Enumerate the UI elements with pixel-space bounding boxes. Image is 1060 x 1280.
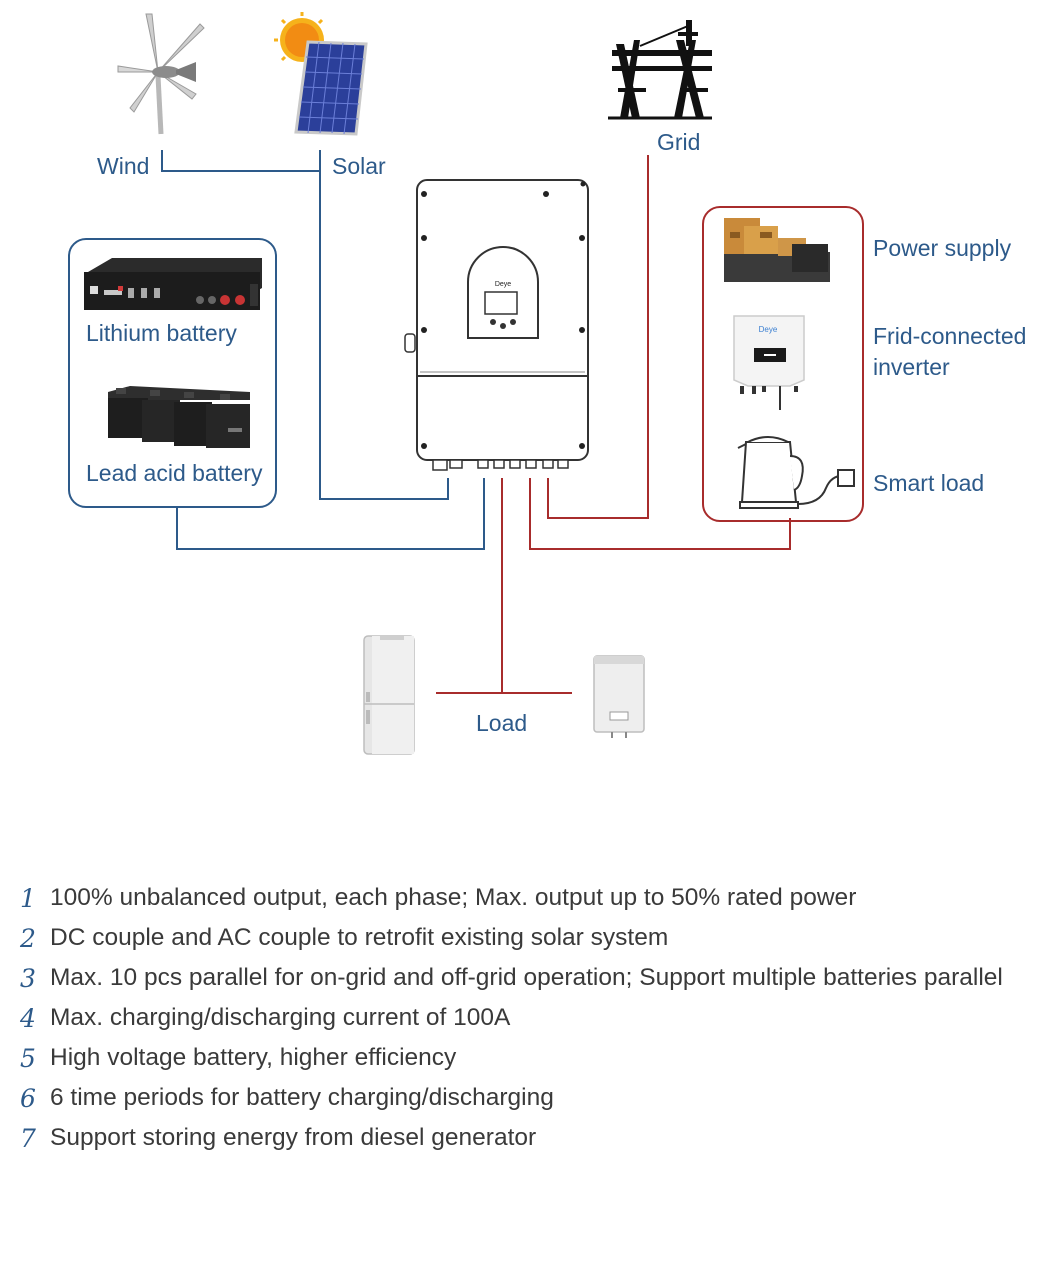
grid-label: Grid (657, 129, 701, 155)
grid-inverter-line (547, 155, 649, 519)
lithium-battery-icon (84, 258, 262, 310)
wind-label: Wind (97, 153, 150, 179)
feature-item: 5 High voltage battery, higher efficiency (20, 1038, 1055, 1078)
feature-text: Max. charging/discharging current of 100… (50, 1004, 511, 1031)
feature-item: 4 Max. charging/discharging current of 10… (20, 998, 1055, 1038)
feature-text: 100% unbalanced output, each phase; Max.… (50, 884, 857, 911)
feature-list: 1 100% unbalanced output, each phase; Max… (20, 878, 1055, 1158)
feature-item: 6 6 time periods for battery charging/dis… (20, 1078, 1055, 1118)
refrigerator-icon (363, 635, 415, 755)
dc-connection-lines (161, 150, 485, 550)
inverter-logo: Deye (495, 281, 511, 288)
wind-solar-line (161, 150, 320, 172)
feature-text: DC couple and AC couple to retrofit exis… (50, 924, 669, 951)
ac-connection-lines (436, 155, 791, 694)
lithium-battery-label: Lithium battery (86, 320, 237, 346)
wind-turbine-icon (117, 13, 205, 135)
water-heater-icon (593, 655, 645, 738)
grid-inverter-logo: Deye (759, 325, 778, 334)
feature-number: 3 (20, 963, 36, 993)
smart-load-inverter-line (529, 478, 791, 550)
hybrid-inverter-icon: Deye (404, 179, 589, 471)
feature-number: 6 (20, 1083, 36, 1113)
solar-inverter-line (319, 150, 449, 500)
feature-text: 6 time periods for battery charging/disc… (50, 1084, 554, 1111)
lead-acid-battery-icon (108, 386, 250, 448)
generator-icon (724, 218, 830, 282)
feature-number: 1 (20, 883, 36, 913)
grid-inverter-label: Frid-connected inverter (873, 323, 1027, 380)
diagram-canvas: Deye (84, 12, 855, 755)
feature-number: 7 (20, 1123, 36, 1153)
feature-item: 2 DC couple and AC couple to retrofit exi… (20, 918, 1055, 958)
feature-number: 5 (20, 1043, 36, 1073)
lead-acid-battery-label: Lead acid battery (86, 460, 263, 486)
feature-item: 7 Support storing energy from diesel gene… (20, 1118, 1055, 1158)
load-label: Load (476, 710, 528, 736)
battery-inverter-line (176, 478, 485, 550)
ac-source-group-box (702, 206, 864, 522)
feature-item: 3 Max. 10 pcs parallel for on-grid and of… (20, 958, 1055, 998)
battery-group-box (68, 238, 277, 508)
feature-text: Support storing energy from diesel gener… (50, 1124, 537, 1151)
grid-tower-icon (608, 20, 712, 120)
feature-text: High voltage battery, higher efficiency (50, 1044, 457, 1071)
feature-number: 4 (20, 1003, 36, 1033)
solar-label: Solar (332, 153, 386, 179)
power-supply-label: Power supply (873, 235, 1012, 261)
feature-number: 2 (20, 923, 36, 953)
smart-load-label: Smart load (873, 470, 985, 496)
feature-item: 1 100% unbalanced output, each phase; Max… (20, 878, 1055, 918)
solar-panel-icon (274, 12, 368, 136)
kettle-icon (737, 436, 855, 509)
system-diagram: Deye (68, 12, 1027, 755)
grid-inverter-icon: Deye (733, 315, 805, 410)
feature-text: Max. 10 pcs parallel for on-grid and off… (50, 964, 1003, 991)
